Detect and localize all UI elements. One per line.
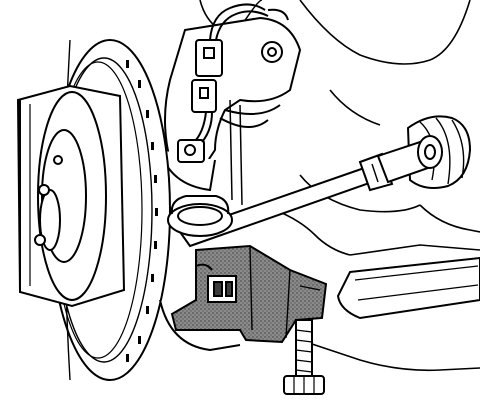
control-arm-icon: [336, 256, 480, 320]
disc-vent-slots: [126, 60, 158, 362]
sensor-cable-icon: [195, 3, 289, 143]
wheel-speed-sensor-icon: [177, 39, 223, 163]
forcing-screw-icon: [283, 319, 325, 395]
steering-knuckle-icon: [147, 16, 302, 206]
ball-joint-separator-tool-icon: [170, 244, 328, 344]
wheel-hub-icon: [16, 84, 126, 308]
